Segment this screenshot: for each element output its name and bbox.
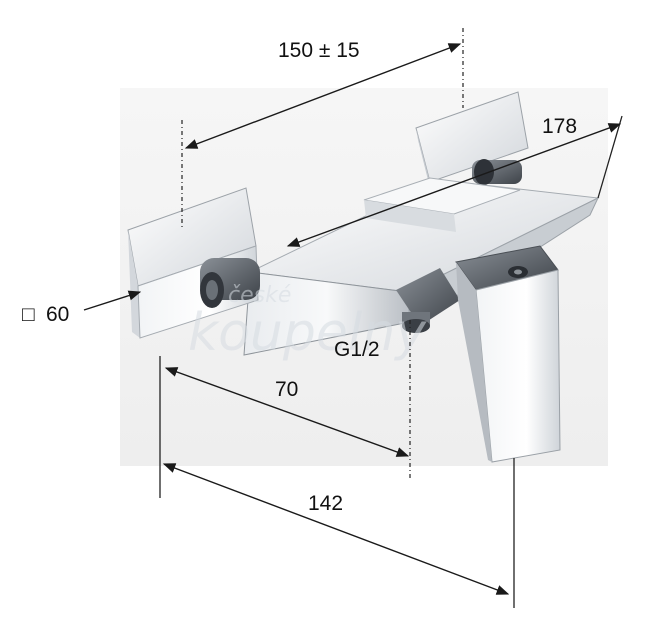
- left-wall-connector: [127, 187, 260, 339]
- dim-line-total-depth: [162, 463, 510, 595]
- dim-label-body-length: 178: [542, 115, 577, 138]
- dimension-annotations: 150 ± 15 178 □ 60 G1/2 70 142: [22, 28, 623, 608]
- dim-line-body-length: [286, 123, 622, 247]
- dim-label-inlet-depth: 70: [275, 378, 298, 401]
- dim-label-handle-square: 60: [46, 303, 69, 326]
- watermark-line2: koupelny: [188, 303, 427, 363]
- watermark-line1: české: [228, 283, 291, 308]
- dim-line-center-distance: [184, 43, 462, 149]
- dim-line-inlet-depth: [164, 367, 410, 457]
- dim-line-handle-square: [83, 290, 142, 311]
- outlet-nozzle: [402, 312, 430, 333]
- lever-handle: [455, 245, 561, 463]
- dim-label-square-symbol: □: [22, 303, 35, 326]
- dim-label-total-depth: 142: [308, 492, 343, 515]
- dim-label-center-distance: 150 ± 15: [278, 39, 360, 62]
- dim-label-inlet-thread: G1/2: [334, 338, 380, 361]
